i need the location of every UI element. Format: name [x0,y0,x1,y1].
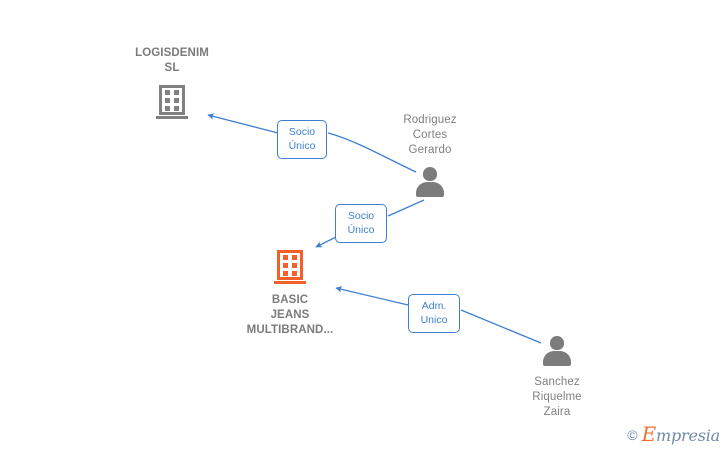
node-basic-jeans[interactable]: BASIC JEANS MULTIBRAND... [226,250,354,338]
empresia-logo-initial: E [641,422,657,446]
node-label-logisdenim: LOGISDENIM SL [135,47,209,74]
edge-line-gerardo-to-badge2 [387,199,425,217]
node-label-sanchez-riquelme-zaira: Sanchez Riquelme Zaira [532,376,582,418]
node-label-rodriguez-cortes-gerardo: Rodriguez Cortes Gerardo [403,114,457,156]
copyright-icon: © [627,427,638,443]
person-icon [413,167,447,197]
building-icon [274,250,306,284]
node-label-basic-jeans: BASIC JEANS MULTIBRAND... [246,294,334,336]
edge-line-badge2-to-basicjeans [315,236,337,248]
empresia-watermark: © Empresia [627,424,721,445]
node-sanchez-riquelme-zaira[interactable]: Sanchez Riquelme Zaira [501,336,613,420]
node-logisdenim[interactable]: LOGISDENIM SL [108,46,236,119]
relation-badge-socio-unico-logisdenim[interactable]: Socio Único [277,120,327,159]
building-icon [156,85,188,119]
node-rodriguez-cortes-gerardo[interactable]: Rodriguez Cortes Gerardo [374,113,486,197]
relation-badge-socio-unico-basic-jeans[interactable]: Socio Único [335,204,387,243]
empresia-logo-rest: mpresia [656,426,720,445]
relation-badge-adm-unico-basic-jeans[interactable]: Adm. Unico [408,294,460,333]
empresia-logo-text: Empresia [642,424,721,445]
person-icon [540,336,574,366]
